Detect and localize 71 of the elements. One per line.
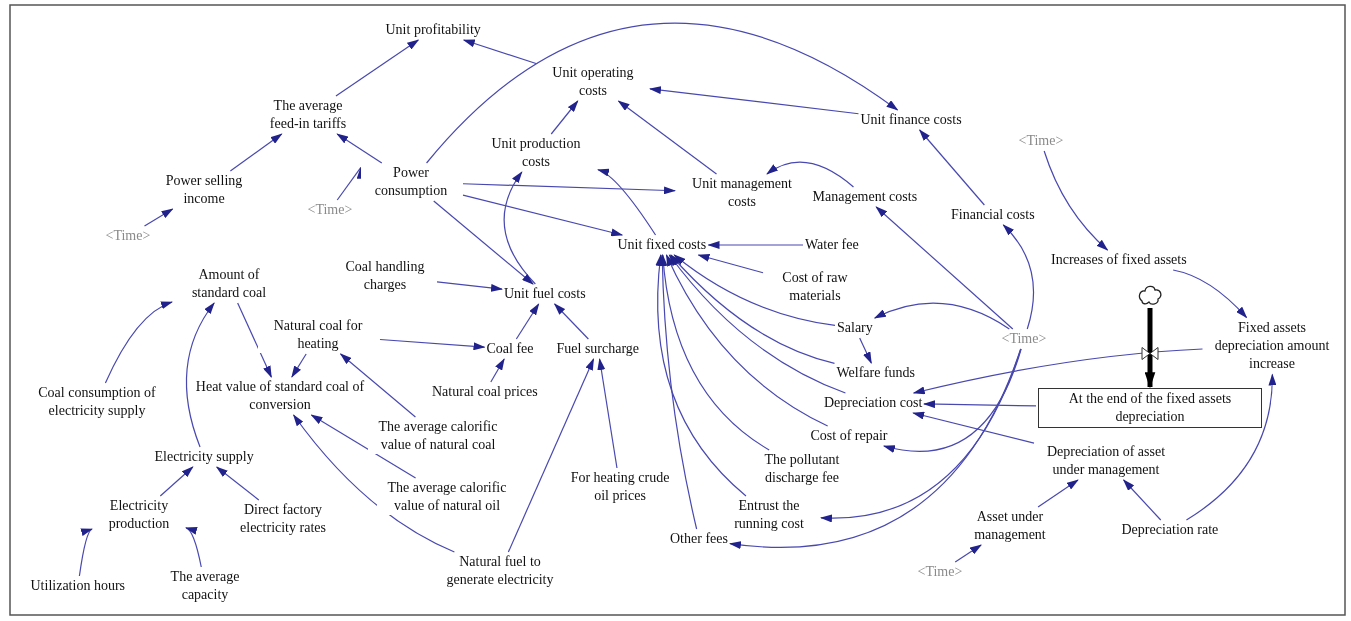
arrow <box>882 348 1022 453</box>
arrow <box>729 348 1022 549</box>
arrow <box>1043 150 1109 251</box>
arrow <box>919 129 985 206</box>
arrow <box>490 358 505 383</box>
arrow <box>912 411 1035 444</box>
arrow <box>425 22 899 164</box>
arrow <box>859 337 872 364</box>
arrow <box>875 206 1014 330</box>
arrow <box>159 466 194 497</box>
arrow <box>1185 373 1277 521</box>
arrow <box>78 528 93 577</box>
arrow <box>1172 269 1248 319</box>
arrow <box>229 133 283 172</box>
arrow <box>462 39 537 65</box>
arrow <box>462 183 676 195</box>
arrow <box>462 194 624 237</box>
arrow <box>766 161 855 188</box>
arrow <box>954 544 982 563</box>
arrow <box>707 241 804 249</box>
arrow <box>665 254 829 427</box>
arrow <box>617 100 718 175</box>
arrow <box>1122 479 1162 521</box>
arrow <box>923 400 1037 409</box>
arrow <box>668 254 847 394</box>
variable-label: Depreciation rate <box>1121 521 1219 540</box>
arrow <box>597 169 657 236</box>
arrow <box>291 353 307 378</box>
arrow <box>185 302 215 448</box>
arrow <box>553 303 589 340</box>
arrow <box>550 100 579 135</box>
flow-pipe <box>1144 308 1156 389</box>
arrow <box>215 466 260 501</box>
variable-label: Depreciation cost <box>824 394 923 413</box>
arrow <box>379 338 486 351</box>
variable-label: Management costs <box>812 188 918 207</box>
arrow <box>433 200 534 285</box>
arrow <box>104 301 173 384</box>
stock-box: At the end of the fixed assets depreciation <box>1038 388 1262 429</box>
variable-label: Natural coal prices <box>432 383 538 402</box>
arrow <box>293 414 455 553</box>
arrow <box>673 254 836 327</box>
arrow <box>1002 224 1035 330</box>
arrow <box>1037 479 1079 508</box>
arrow <box>873 302 1010 330</box>
variable-label: Salary <box>837 319 873 338</box>
arrow <box>820 348 1022 522</box>
arrow <box>658 254 698 530</box>
variable-label: Fuel surcharge <box>556 340 640 359</box>
arrow <box>185 527 202 568</box>
arrow <box>670 254 836 364</box>
arrow <box>310 414 417 479</box>
arrow <box>335 39 420 97</box>
arrow <box>655 254 747 497</box>
arrow <box>507 358 595 553</box>
arrow <box>436 281 503 292</box>
variable-label: Cost of repair <box>810 427 888 446</box>
arrow <box>336 166 362 201</box>
arrow <box>237 302 272 378</box>
arrow <box>336 133 383 164</box>
arrow <box>697 254 764 274</box>
arrow <box>515 303 540 340</box>
arrow <box>143 208 174 227</box>
arrow <box>649 86 860 115</box>
cloud-symbol <box>1137 283 1163 307</box>
variable-label: Unit profitability <box>385 21 481 40</box>
arrow <box>503 171 536 285</box>
arrow <box>339 353 417 418</box>
variable-label: Electricity supply <box>154 448 254 467</box>
arrow <box>597 358 618 469</box>
arrow <box>912 348 1204 395</box>
